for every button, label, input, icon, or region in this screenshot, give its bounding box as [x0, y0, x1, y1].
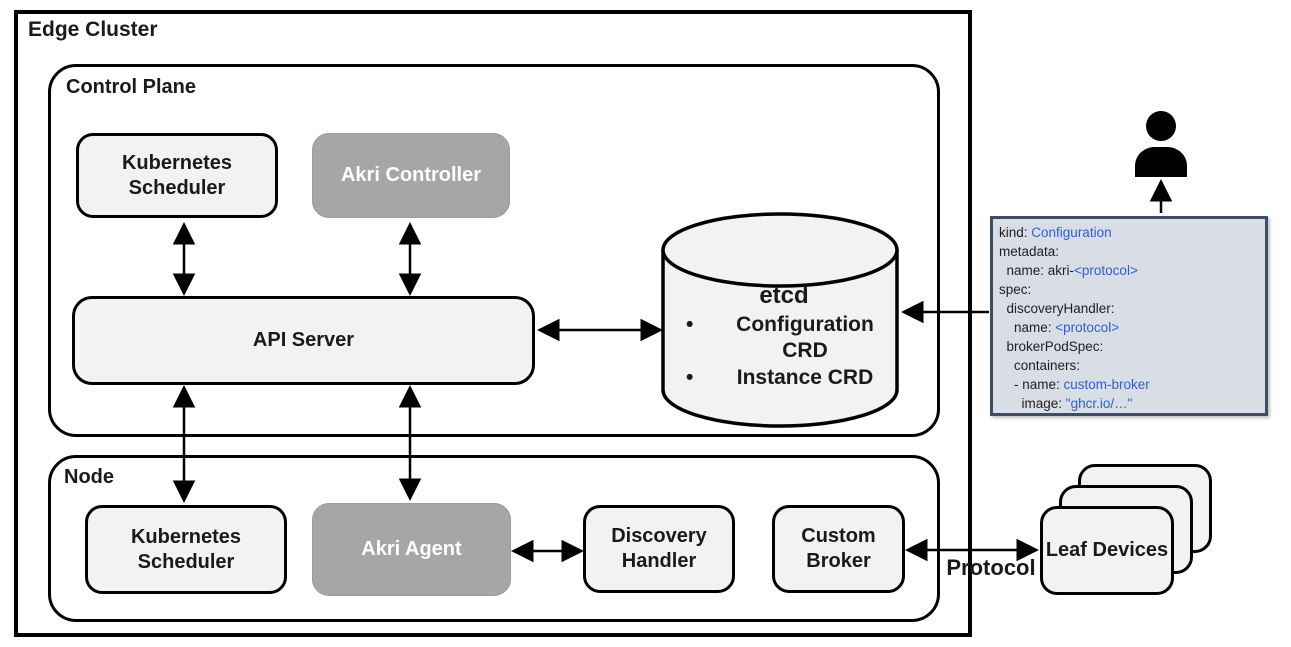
custom-broker-box: Custom Broker	[772, 505, 905, 593]
bullet-icon: •	[686, 365, 694, 389]
yaml-key: discoveryHandler:	[999, 301, 1115, 316]
bullet-icon: •	[686, 313, 694, 336]
etcd-item-row: • Configuration CRD	[678, 312, 890, 365]
control-plane-label: Control Plane	[66, 76, 197, 98]
yaml-key: kind:	[999, 225, 1032, 240]
edge-cluster-label: Edge Cluster	[28, 18, 158, 41]
edge-cluster-box	[14, 10, 972, 637]
yaml-value: Configuration	[1031, 225, 1112, 240]
yaml-key: image:	[999, 396, 1066, 411]
etcd-cylinder-icon	[661, 212, 899, 428]
yaml-line: metadata:	[999, 242, 1259, 261]
leaf-devices-box: Leaf Devices	[1040, 506, 1174, 595]
yaml-key: containers:	[999, 358, 1081, 373]
node-label: Node	[64, 466, 114, 488]
yaml-value: "ghcr.io/…"	[1065, 396, 1133, 411]
yaml-value: <protocol>	[1074, 263, 1138, 278]
kubernetes-scheduler-control-plane-box: Kubernetes Scheduler	[76, 133, 278, 218]
etcd-label-group: etcd • Configuration CRD • Instance CRD	[678, 282, 890, 391]
etcd-item: Configuration CRD	[736, 313, 874, 363]
yaml-key: name: akri-	[999, 263, 1075, 278]
node-box	[48, 455, 940, 622]
yaml-line: name: <protocol>	[999, 318, 1259, 337]
yaml-line: spec:	[999, 280, 1259, 299]
yaml-value: <protocol>	[1055, 320, 1120, 335]
protocol-label: Protocol	[946, 555, 1036, 580]
akri-agent-box: Akri Agent	[312, 503, 511, 596]
yaml-line: discoveryHandler:	[999, 299, 1259, 318]
yaml-line: brokerPodSpec:	[999, 337, 1259, 356]
yaml-line: name: akri-<protocol>	[999, 261, 1259, 280]
etcd-title: etcd	[759, 282, 809, 309]
yaml-value: custom-broker	[1063, 377, 1150, 392]
etcd-item: Instance CRD	[736, 365, 874, 389]
yaml-code: kind: Configuration metadata: name: akri-…	[999, 223, 1259, 413]
yaml-key: brokerPodSpec:	[999, 339, 1104, 354]
discovery-handler-box: Discovery Handler	[583, 505, 735, 593]
control-plane-box	[48, 64, 940, 437]
yaml-key: spec:	[999, 282, 1032, 297]
yaml-key: name:	[999, 320, 1056, 335]
configuration-yaml-panel: kind: Configuration metadata: name: akri-…	[990, 216, 1268, 416]
etcd-item-row: • Instance CRD	[678, 365, 890, 391]
yaml-line: image: "ghcr.io/…"	[999, 394, 1259, 413]
yaml-key: - name:	[999, 377, 1064, 392]
yaml-line: kind: Configuration	[999, 223, 1259, 242]
kubernetes-scheduler-node-box: Kubernetes Scheduler	[85, 505, 287, 594]
yaml-line: containers:	[999, 356, 1259, 375]
yaml-line: - name: custom-broker	[999, 375, 1259, 394]
person-icon	[1135, 111, 1187, 177]
yaml-key: metadata:	[999, 244, 1060, 259]
api-server-box: API Server	[72, 296, 535, 385]
akri-controller-box: Akri Controller	[312, 133, 510, 218]
